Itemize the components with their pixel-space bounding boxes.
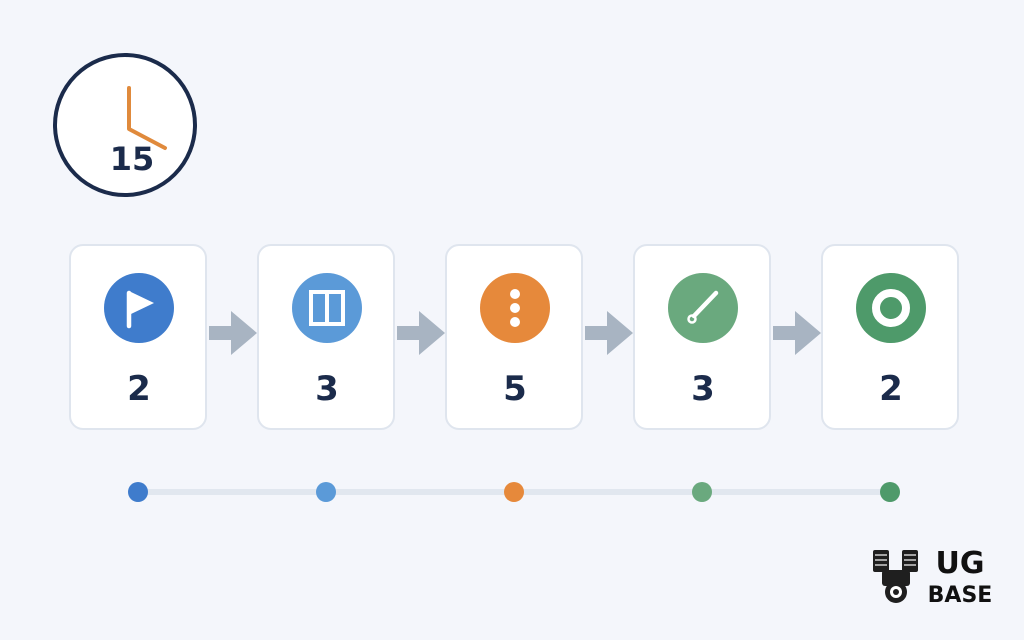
flow-arrow-3 [585, 311, 635, 355]
logo-line-1: UG [936, 546, 985, 581]
step-badge-3 [480, 273, 550, 343]
timeline-dot-3 [504, 482, 524, 502]
step-count-3: 5 [503, 369, 527, 409]
clock-icon [127, 86, 167, 150]
arrow-right-icon [773, 311, 821, 355]
pen-icon [687, 290, 719, 324]
timeline-dot-5 [880, 482, 900, 502]
step-card-1: 2 [69, 244, 207, 430]
arrow-right-icon [585, 311, 633, 355]
timeline-dot-2 [316, 482, 336, 502]
arrow-right-icon [209, 311, 257, 355]
step-card-5: 2 [821, 244, 959, 430]
vertical-dots-icon [510, 289, 520, 327]
logo-line-2: BASE [928, 583, 993, 606]
step-badge-2 [292, 273, 362, 343]
step-count-2: 3 [315, 369, 339, 409]
step-count-1: 2 [127, 369, 151, 409]
timeline-dot-1 [128, 482, 148, 502]
step-badge-1 [104, 273, 174, 343]
flag-icon [126, 290, 154, 329]
columns-icon [309, 290, 345, 326]
step-count-4: 3 [691, 369, 715, 409]
step-badge-5 [856, 273, 926, 343]
flow-arrow-1 [209, 311, 259, 355]
ug-base-logo: UG BASE [870, 544, 1002, 606]
ring-icon [872, 289, 910, 327]
flow-arrow-2 [397, 311, 447, 355]
total-count: 15 [109, 140, 155, 178]
engine-icon: UG BASE [873, 546, 993, 606]
arrow-right-icon [397, 311, 445, 355]
step-card-3: 5 [445, 244, 583, 430]
timeline-dot-4 [692, 482, 712, 502]
total-clock-badge: 15 [53, 53, 197, 197]
step-badge-4 [668, 273, 738, 343]
flow-arrow-4 [773, 311, 823, 355]
step-card-2: 3 [257, 244, 395, 430]
step-card-4: 3 [633, 244, 771, 430]
step-count-5: 2 [879, 369, 903, 409]
